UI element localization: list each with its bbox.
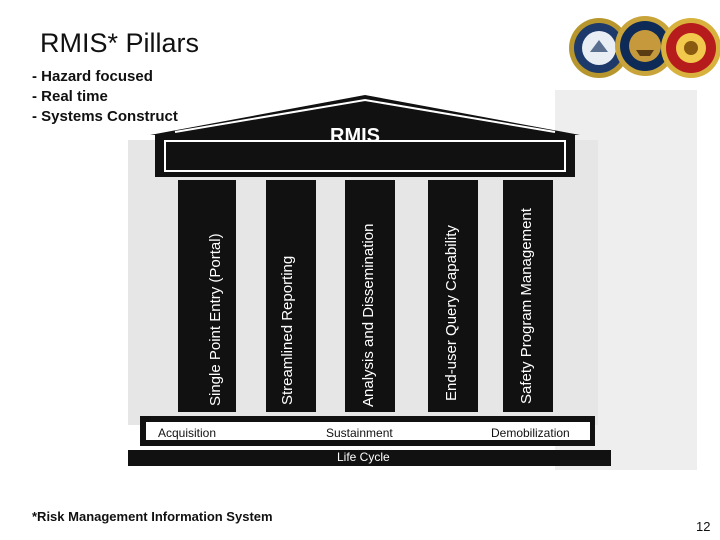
pillar-label: Analysis and Dissemination (360, 223, 377, 407)
phase-label: Acquisition (158, 426, 217, 440)
department-of-the-navy-seal-icon (569, 18, 629, 78)
life-cycle-base (128, 450, 611, 466)
phase-label: Sustainment (326, 426, 393, 440)
pillar (428, 180, 478, 412)
bullet-list: - Hazard focused - Real time - Systems C… (32, 67, 178, 127)
pillar-label: Streamlined Reporting (279, 255, 296, 405)
pillar-label: Safety Program Management (518, 208, 535, 404)
dept-of-navy-seal-icon (615, 16, 675, 76)
seal-group (569, 16, 720, 78)
bullet-item: - Real time (32, 88, 108, 105)
roof-outline (174, 98, 556, 133)
page-number: 12 (696, 519, 711, 534)
pillar-label: End-user Query Capability (443, 225, 460, 401)
bullet-item: - Systems Construct (32, 108, 178, 125)
pillar (178, 180, 236, 412)
pillar (345, 180, 395, 412)
pillar-label: Single Point Entry (Portal) (207, 233, 224, 406)
roof-label: RMIS (330, 125, 380, 147)
roof (150, 95, 580, 135)
pillar (266, 180, 316, 412)
phase-label: Demobilization (491, 426, 570, 440)
slide-title: RMIS* Pillars (40, 28, 200, 58)
bullet-item: - Hazard focused (32, 68, 153, 85)
footnote: *Risk Management Information System (32, 509, 273, 524)
marine-corps-seal-icon (661, 18, 720, 78)
pillar (503, 180, 553, 412)
base-label: Life Cycle (337, 450, 390, 464)
